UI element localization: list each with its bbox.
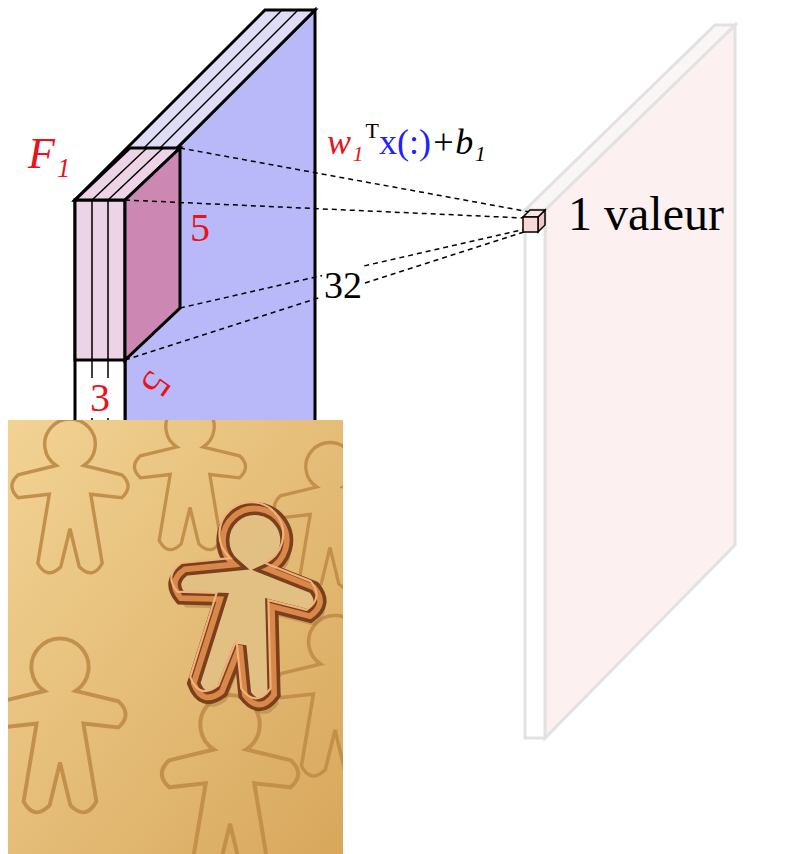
cube-top	[523, 210, 545, 217]
cookie-cutter-photo	[8, 420, 343, 854]
filter-slice	[91, 200, 93, 360]
output-volume	[525, 25, 735, 738]
cookie-outline	[8, 638, 126, 812]
filter-block	[75, 148, 180, 360]
bias-term: +b₁	[431, 124, 486, 160]
output-label: 1 valeur	[568, 190, 724, 238]
output-cube	[523, 210, 545, 232]
dough-cutouts	[8, 420, 343, 854]
projection-lines	[125, 148, 530, 360]
input-size: 32	[322, 266, 364, 304]
filter-slice	[107, 200, 109, 360]
filter-name: F₁	[28, 132, 70, 176]
cookie-outline	[12, 420, 128, 573]
filter-height: 5	[190, 208, 210, 248]
output-top	[525, 25, 735, 210]
filter-side	[125, 148, 180, 360]
projection-line	[180, 228, 530, 308]
neuron-formula: w₁Tx(:)+b₁	[327, 124, 488, 160]
projection-line	[125, 200, 524, 218]
filter-depth: 3	[88, 378, 112, 418]
filter-width: 5	[134, 364, 178, 403]
input-vector: x(:)	[379, 124, 431, 160]
cutter-highlight	[156, 492, 328, 704]
cookie-cutter	[154, 492, 338, 720]
filter-front	[75, 200, 125, 360]
projection-line	[125, 232, 524, 360]
transpose-symbol: T	[366, 120, 379, 142]
cube-front	[523, 217, 538, 232]
cutter-edge	[160, 499, 332, 711]
cookie-outline	[162, 695, 298, 854]
output-front	[525, 210, 545, 738]
weight-symbol: w₁	[327, 124, 364, 160]
cutter-outer	[160, 499, 332, 711]
volume-top	[75, 10, 315, 200]
cookie-outline	[274, 615, 343, 776]
output-side	[545, 25, 735, 738]
